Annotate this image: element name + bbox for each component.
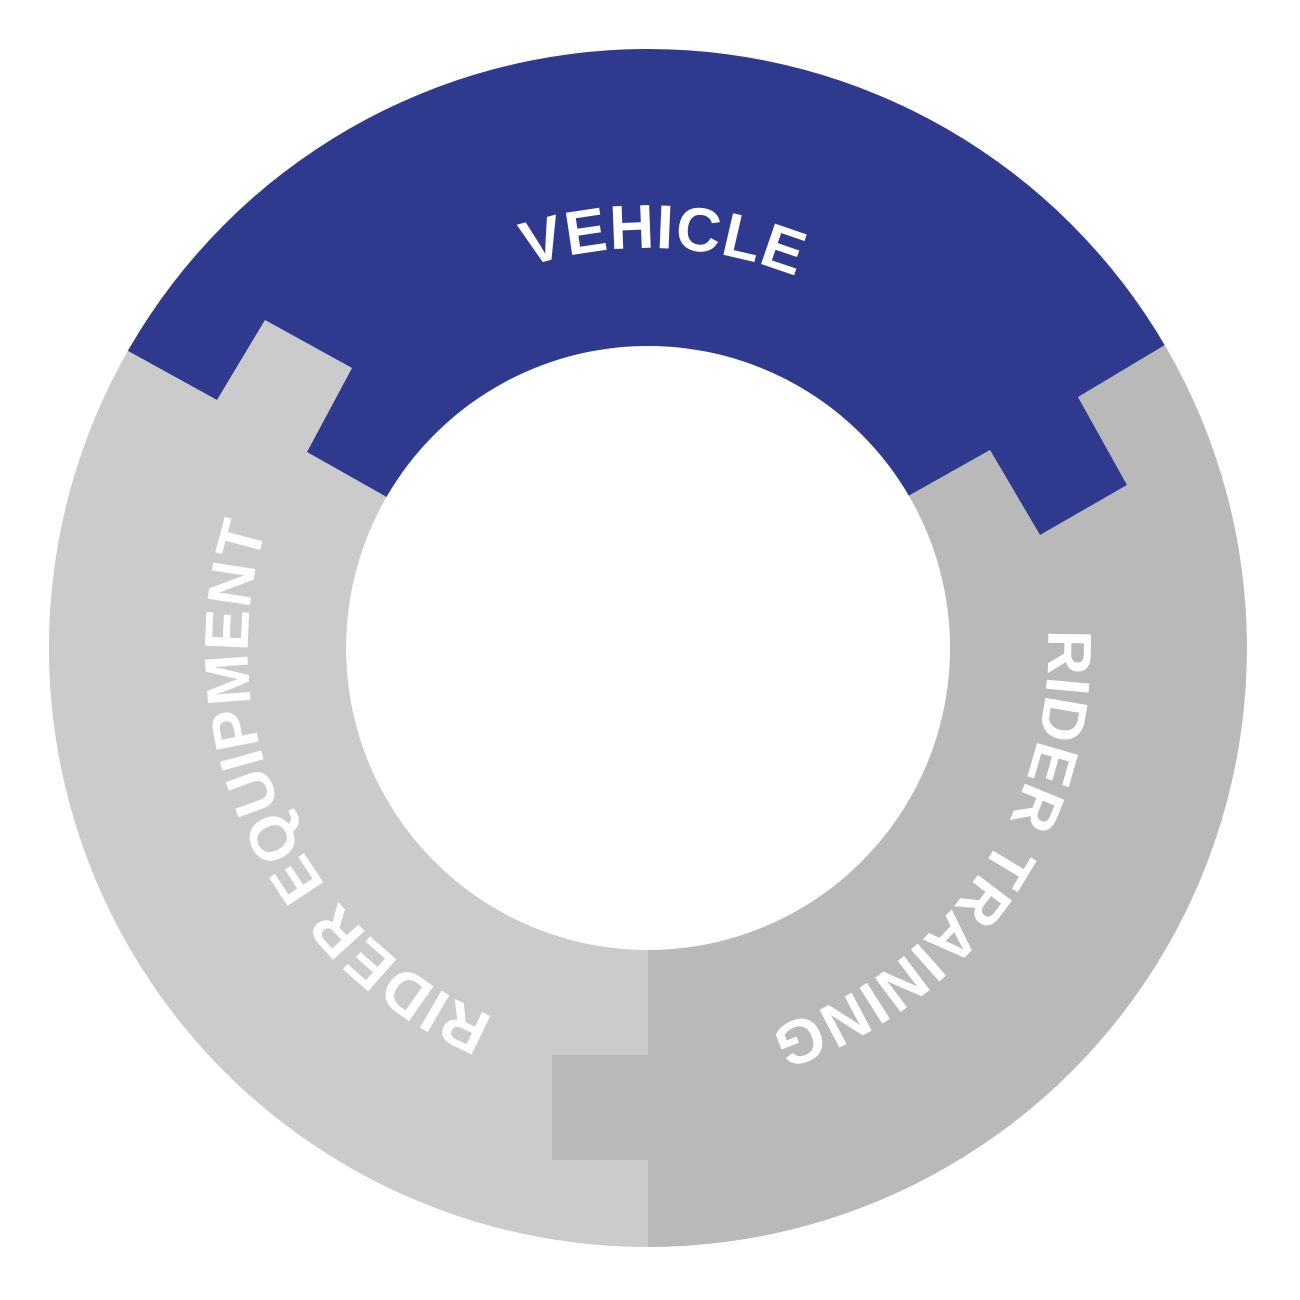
segment-vehicle[interactable]: [0, 0, 1300, 648]
